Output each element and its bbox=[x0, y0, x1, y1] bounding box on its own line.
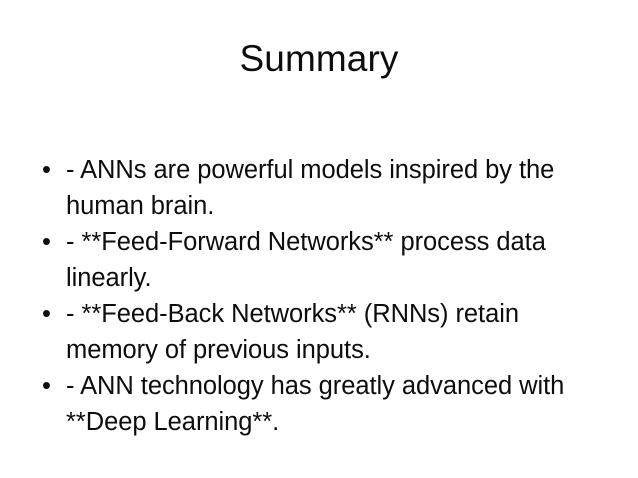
slide-content-body: • - ANNs are powerful models inspired by… bbox=[36, 152, 602, 440]
page-title: Summary bbox=[239, 38, 399, 79]
list-item[interactable]: • - ANN technology has greatly advanced … bbox=[36, 368, 602, 440]
bullet-point-icon: • bbox=[42, 228, 51, 256]
list-item-text: - ANNs are powerful models inspired by t… bbox=[66, 156, 555, 220]
list-item-text: - **Feed-Forward Networks** process data… bbox=[66, 228, 546, 292]
bullet-point-icon: • bbox=[42, 156, 51, 184]
bullet-point-icon: • bbox=[42, 300, 51, 328]
list-item-text: - ANN technology has greatly advanced wi… bbox=[66, 372, 565, 436]
bullet-point-icon: • bbox=[42, 372, 51, 400]
list-item[interactable]: • - **Feed-Back Networks** (RNNs) retain… bbox=[36, 296, 602, 368]
bullet-list: • - ANNs are powerful models inspired by… bbox=[36, 152, 602, 440]
list-item[interactable]: • - **Feed-Forward Networks** process da… bbox=[36, 224, 602, 296]
list-item-text: - **Feed-Back Networks** (RNNs) retain m… bbox=[66, 300, 519, 364]
list-item[interactable]: • - ANNs are powerful models inspired by… bbox=[36, 152, 602, 224]
